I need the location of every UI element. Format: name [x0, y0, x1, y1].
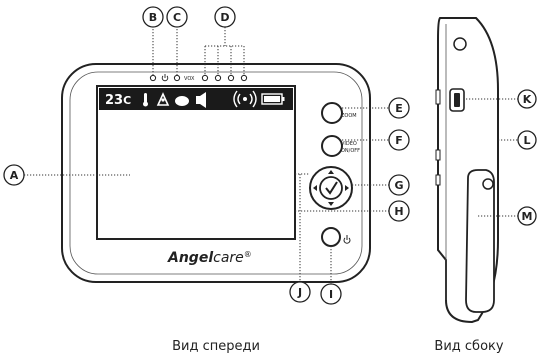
zoom-label: ZOOM	[341, 113, 357, 119]
callout-e: E	[388, 97, 410, 119]
callout-a: A	[3, 164, 25, 186]
signal-icon	[233, 90, 257, 108]
svg-text:F: F	[395, 134, 403, 147]
leader-lines	[24, 26, 520, 284]
usb-port-inner	[454, 93, 460, 107]
side-top-knob	[453, 37, 467, 51]
callout-i: I	[320, 283, 342, 305]
svg-text:M: M	[522, 210, 533, 223]
led-indicators	[149, 74, 248, 82]
thermometer-icon	[143, 93, 148, 107]
sensor-icon	[156, 92, 170, 106]
side-view	[435, 17, 499, 324]
svg-text:K: K	[523, 93, 532, 106]
nav-ok-button[interactable]	[319, 176, 343, 200]
callout-f: F	[388, 129, 410, 151]
svg-text:C: C	[173, 11, 181, 24]
battery-icon	[261, 93, 285, 105]
svg-text:L: L	[523, 134, 530, 147]
power-button[interactable]	[321, 227, 341, 247]
side-button-1[interactable]	[435, 89, 441, 105]
zoom-button[interactable]	[321, 102, 343, 124]
vox-label: VOX	[184, 76, 195, 82]
callout-d: D	[214, 6, 236, 28]
screen	[96, 85, 296, 240]
power-icon	[343, 235, 351, 244]
callout-c: C	[166, 6, 188, 28]
callout-l: L	[517, 130, 537, 150]
svg-text:A: A	[10, 169, 19, 182]
video-label-2: ON/OFF	[341, 148, 360, 154]
side-button-2[interactable]	[435, 149, 441, 161]
front-view-caption: Вид спереди	[172, 339, 260, 354]
front-view: 23C	[61, 63, 371, 283]
svg-text:H: H	[394, 205, 403, 218]
ok-check-icon	[325, 181, 338, 195]
nav-left-arrow-icon[interactable]	[313, 185, 317, 191]
callout-b: B	[142, 6, 164, 28]
clip-pivot	[482, 178, 494, 190]
nav-down-arrow-icon[interactable]	[328, 202, 334, 206]
nav-right-arrow-icon[interactable]	[345, 185, 349, 191]
video-label-1: VIDEO	[341, 141, 357, 147]
video-button[interactable]	[321, 135, 343, 157]
speaker-icon	[196, 92, 206, 108]
callout-k: K	[517, 89, 537, 109]
side-view-caption: Вид сбоку	[434, 339, 503, 354]
callout-j: J	[289, 281, 311, 303]
callout-m: M	[517, 206, 537, 226]
callout-h: H	[388, 200, 410, 222]
front-body-inner	[69, 71, 363, 275]
belt-clip	[465, 169, 495, 313]
nav-up-arrow-icon[interactable]	[328, 170, 334, 174]
svg-text:E: E	[395, 102, 403, 115]
svg-text:B: B	[149, 11, 157, 24]
svg-text:G: G	[394, 179, 403, 192]
lullaby-icon	[175, 92, 189, 106]
power-led-icon	[161, 74, 169, 82]
svg-text:J: J	[297, 286, 302, 299]
brand-logo: Angelcare®	[167, 250, 252, 266]
svg-text:I: I	[329, 288, 333, 301]
temperature-readout: 23C	[105, 93, 131, 108]
svg-text:D: D	[220, 11, 229, 24]
side-button-3[interactable]	[435, 174, 441, 186]
callout-g: G	[388, 174, 410, 196]
